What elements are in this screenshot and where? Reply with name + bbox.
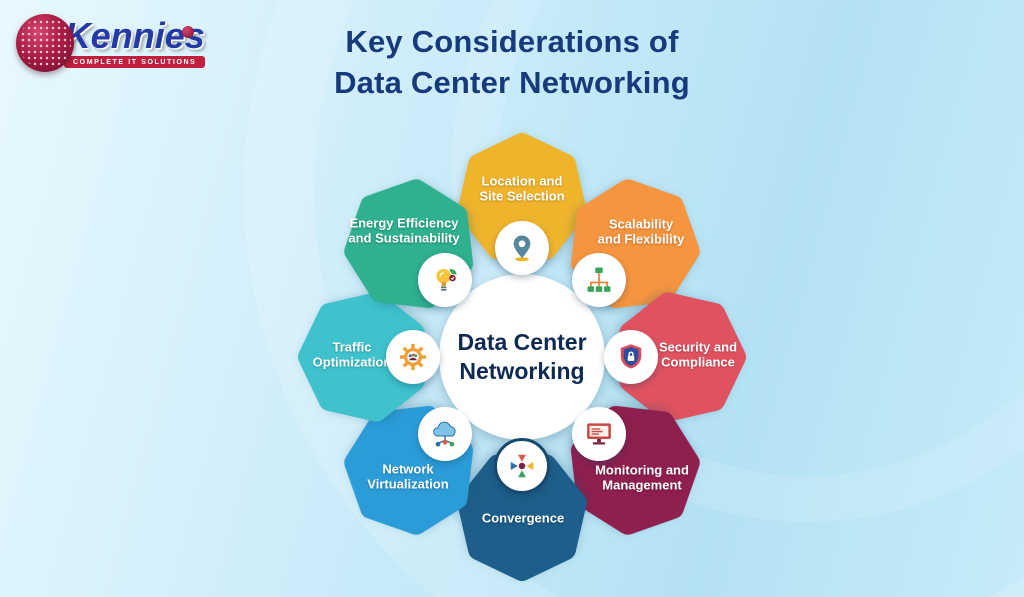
globe-logo-icon [16,14,74,72]
mini-globe-icon [182,26,194,38]
petal-label-energy: Energy Efficiency and Sustainability [348,215,460,246]
brand-text-block: Kennies COMPLETE IT SOLUTIONS [64,15,206,68]
brand-logo: Kennies COMPLETE IT SOLUTIONS [16,14,206,72]
network-nodes-icon [587,267,611,292]
badge-security [604,330,658,384]
cloud-network-icon [433,421,456,447]
petal-label-traffic: Traffic Optimization [312,339,392,370]
center-hub-label: Data Center Networking [457,329,587,384]
badge-traffic [386,330,440,384]
page-title-line-2: Data Center Networking [334,64,690,100]
center-hub: Data Center Networking [439,274,605,440]
badge-monitoring [572,407,626,461]
brand-tagline: COMPLETE IT SOLUTIONS [64,56,206,68]
badge-virtualization [418,407,472,461]
petal-label-convergence: Convergence [481,510,565,526]
badge-convergence [494,438,550,494]
shield-lock-icon [620,344,642,369]
brand-name: Kennies [64,15,205,56]
gear-people-icon [399,343,427,371]
petal-label-scalability: Scalability and Flexibility [597,216,685,247]
petal-label-monitoring: Monitoring and Management [595,462,689,493]
badge-location [495,221,549,275]
badge-scalability [572,253,626,307]
location-pin-icon [513,235,531,262]
badge-energy [418,253,472,307]
petal-label-security: Security and Compliance [658,339,738,370]
petal-label-location: Location and Site Selection [479,173,565,204]
monitor-icon [587,423,611,445]
petal-label-virtualization: Network Virtualization [367,461,449,492]
bulb-leaf-icon [436,269,457,291]
page-title: Key Considerations of Data Center Networ… [0,22,1024,104]
page-title-line-1: Key Considerations of [345,24,679,59]
converging-arrows-icon [510,454,534,478]
